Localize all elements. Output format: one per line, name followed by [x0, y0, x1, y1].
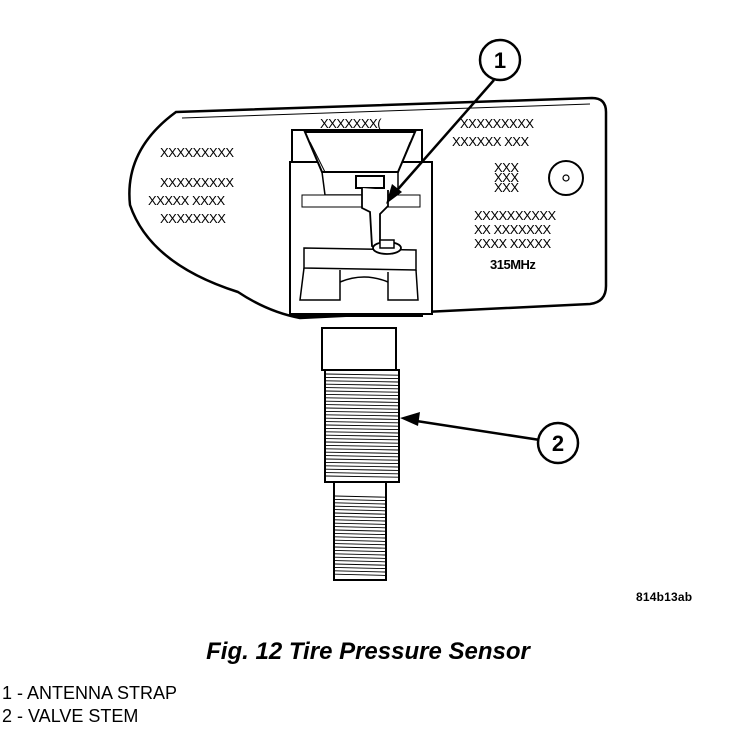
thread-line: [334, 526, 386, 529]
legend-item-1: 1 - ANTENNA STRAP: [2, 683, 178, 703]
thread-line: [325, 438, 399, 441]
thread-line: [334, 570, 386, 573]
callout-1: 1: [386, 38, 522, 204]
thread-line: [334, 505, 386, 508]
thread-line: [325, 373, 399, 376]
thread-line: [325, 444, 399, 448]
thread-line: [325, 427, 399, 431]
thread-line: [325, 376, 399, 380]
thread-line: [334, 509, 386, 512]
thread-line: [325, 380, 399, 383]
legend-number: 1: [2, 683, 13, 703]
thread-line: [325, 475, 399, 478]
thread-line: [334, 512, 386, 515]
figure-reference-code: 814b13ab: [636, 590, 693, 604]
thread-line: [334, 546, 386, 549]
marking-top-center: XXXXXXX(: [320, 116, 382, 131]
thread-line: [325, 393, 399, 397]
thread-line: [325, 400, 399, 403]
callout-legend: 1 - ANTENNA STRAP 2 - VALVE STEM: [2, 682, 177, 728]
marking-left-4: XXXXXXXX: [160, 211, 226, 226]
thread-line: [325, 448, 399, 451]
thread-line: [325, 451, 399, 454]
marking-block-1: XXX: [494, 160, 519, 175]
thread-line: [334, 515, 386, 519]
thread-line: [325, 410, 399, 414]
thread-line: [325, 390, 399, 393]
housing-bevel: [181, 103, 591, 119]
thread-line: [325, 431, 399, 434]
marking-bottom-right-2: XX XXXXXXX: [474, 222, 551, 237]
thread-line: [325, 434, 399, 437]
thread-line: [334, 532, 386, 536]
marking-left-1: XXXXXXXXX: [160, 145, 234, 160]
legend-number: 2: [2, 706, 13, 726]
callout-2-number: 2: [552, 431, 564, 456]
marking-block-3: XXX: [494, 180, 519, 195]
marking-bottom-right-1: XXXXXXXXXX: [474, 208, 557, 223]
thread-line: [334, 563, 386, 566]
thread-line: [334, 529, 386, 532]
thread-line: [325, 383, 399, 386]
thread-line: [325, 414, 399, 417]
valve-stem: [321, 327, 400, 581]
thread-line: [334, 566, 386, 570]
thread-line: [334, 556, 386, 559]
marking-bottom-right-3: XXXX XXXXX: [474, 236, 551, 251]
marking-top-right-2: XXXXXX XXX: [452, 134, 529, 149]
thread-line: [334, 498, 386, 502]
thread-line: [325, 441, 399, 444]
antenna-cavity: [289, 129, 433, 317]
legend-label: ANTENNA STRAP: [27, 683, 178, 703]
legend-item-2: 2 - VALVE STEM: [2, 706, 139, 726]
thread-line: [325, 458, 399, 461]
thread-line: [334, 543, 386, 546]
marking-left-2: XXXXXXXXX: [160, 175, 234, 190]
thread-line: [334, 502, 386, 505]
thread-line: [325, 461, 399, 465]
thread-line: [325, 455, 399, 458]
thread-line: [325, 468, 399, 471]
thread-line: [334, 495, 386, 498]
thread-line: [334, 553, 386, 556]
thread-line: [325, 404, 399, 407]
thread-line: [334, 539, 386, 542]
thread-line: [334, 519, 386, 522]
callout-1-number: 1: [494, 48, 506, 73]
thread-line: [334, 573, 386, 576]
thread-line: [325, 421, 399, 424]
thread-line: [325, 424, 399, 427]
callout-2: 2: [400, 412, 580, 465]
thread-line: [334, 560, 386, 563]
thread-line: [325, 387, 399, 390]
marking-block-2: XXX: [494, 170, 519, 185]
thread-line: [325, 417, 399, 420]
thread-line: [325, 472, 399, 475]
marking-left-3: XXXXX XXXX: [148, 193, 225, 208]
marking-top-right-1: XXXXXXXXX: [460, 116, 534, 131]
figure-caption: Fig. 12 Tire Pressure Sensor: [206, 638, 530, 665]
antenna-strap: [355, 175, 402, 255]
thread-line: [334, 549, 386, 553]
marking-frequency: 315MHz: [490, 257, 536, 272]
thread-line: [325, 465, 399, 468]
thread-line: [334, 522, 386, 525]
thread-line: [325, 407, 399, 410]
tire-pressure-sensor-illustration: XXXXXXXXX XXXXXXXXX XXXXX XXXX XXXXXXXX …: [128, 38, 608, 581]
thread-line: [325, 397, 399, 400]
thread-line: [334, 536, 386, 539]
legend-label: VALVE STEM: [28, 706, 139, 726]
